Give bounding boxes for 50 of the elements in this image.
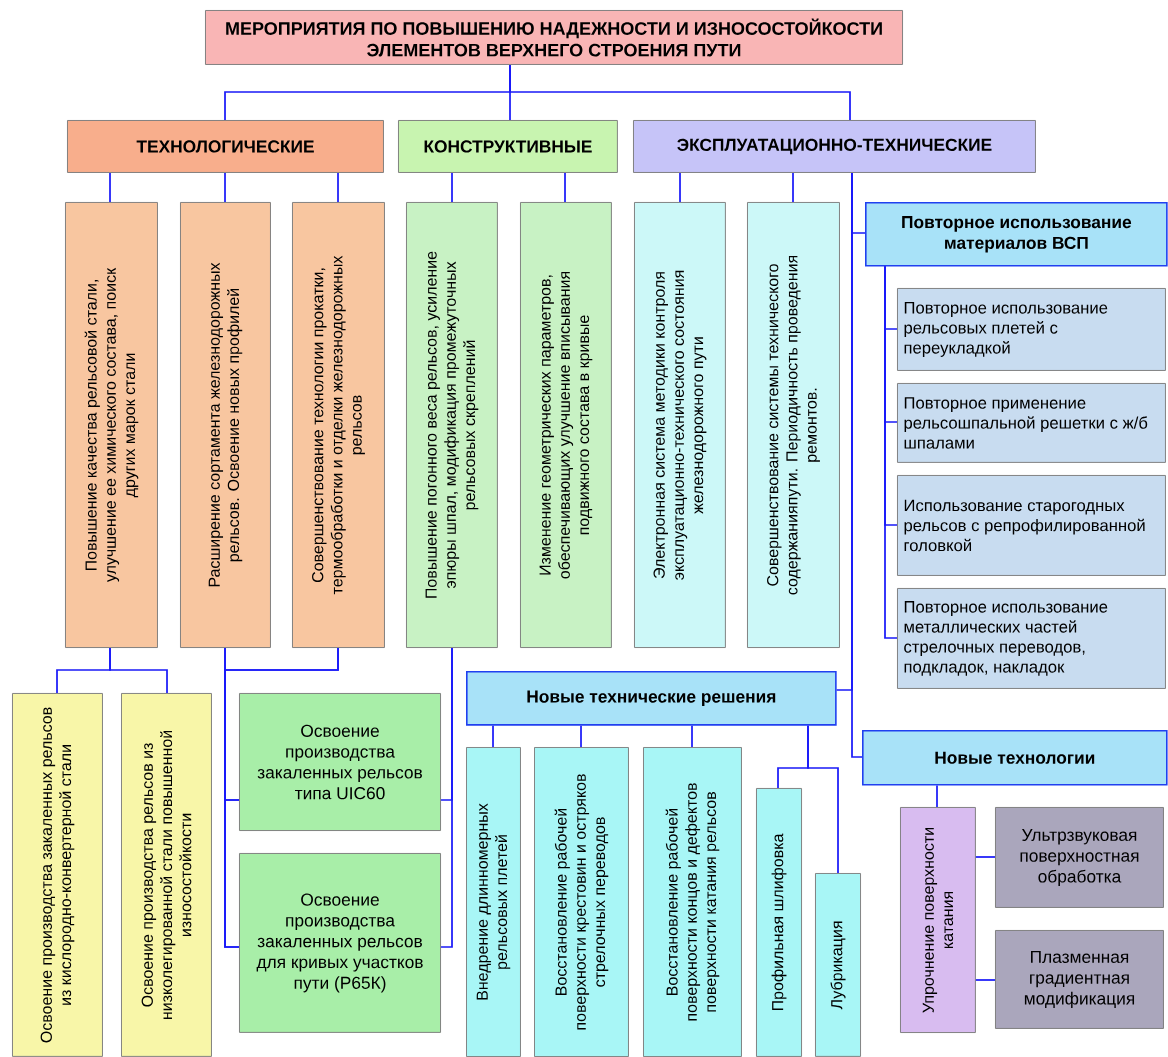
measure-box: Восстановление рабочей поверхности крестовин и остряков стрелочных переводов <box>534 747 629 1057</box>
connector-line <box>580 724 582 748</box>
connector-line <box>975 979 996 981</box>
measure-box: Освоение производства рельсов из низколегированной стали повышенной износостойкости <box>121 693 212 1057</box>
title-box: МЕРОПРИЯТИЯ ПО ПОВЫШЕНИЮ НАДЕЖНОСТИ И ИЗНОСОСТОЙКОСТИ ЭЛЕМЕНТОВ ВЕРХНЕГО СТРОЕНИЯ ПУТИ <box>205 10 903 65</box>
measure-box: Профильная шлифовка <box>756 788 802 1057</box>
connector-line <box>851 172 863 758</box>
measure-box: Совершенствование технологии прокатки, термообработки и отделки железнодорожных рельсов <box>292 202 385 648</box>
connector-line <box>509 64 851 121</box>
connector-line <box>109 647 168 694</box>
measure-box: Совершенствование системы технического содержанияпути. Периодичность проведения ремонтов. <box>747 202 840 648</box>
measure-box: Электронная система методики контроля эксплуатационно-технического состояния железнодорожного пути <box>634 202 726 648</box>
connector-line <box>109 172 111 203</box>
connector-line <box>807 724 839 874</box>
item-box: Повторное использование рельсовых плетей с переукладкой <box>897 288 1166 371</box>
measure-box: Изменение геометрических параметров, обеспечивающих улучшение вписывания подвижного состава в кривые <box>520 202 612 648</box>
measure-box: Плазменная градиентная модификация <box>995 930 1164 1029</box>
connector-line <box>884 265 898 639</box>
heading-box: Новые технические решения <box>466 671 837 726</box>
measure-box: Упрочнение поверхности катания <box>900 807 976 1033</box>
category-box: ЭКСПЛУАТАЦИОННО-ТЕХНИЧЕСКИЕ <box>633 120 1036 173</box>
connector-line <box>691 724 693 748</box>
measure-box: Освоение производства закаленных рельсов для кривых участков пути (Р65К) <box>239 853 441 1033</box>
measure-box: Восстановление рабочей поверхности концов и дефектов поверхности катания рельсов <box>643 747 742 1057</box>
item-box: Повторное применение рельсошпальной решетки с ж/б шпалами <box>897 383 1166 463</box>
measure-box: Ультрзвуковая поверхностная обработка <box>995 807 1164 908</box>
item-box: Повторное использование металлических частей стрелочных переводов, подкладок, накладок <box>897 588 1166 689</box>
measure-box: Расширение сортамента железнодорожных рельсов. Освоение новых профилей <box>180 202 271 648</box>
measure-box: Повышение погонного веса рельсов, усиление эпюры шпал, модификация промежуточных рельсовых скреплений <box>406 202 498 648</box>
category-box: ТЕХНОЛОГИЧЕСКИЕ <box>67 120 384 173</box>
measure-box: Лубрикация <box>815 873 861 1057</box>
connector-line <box>975 856 996 858</box>
category-box: КОНСТРУКТИВНЫЕ <box>398 120 618 173</box>
item-box: Использование старогодных рельсов с репрофилированной головкой <box>897 475 1166 576</box>
connector-line <box>936 784 938 808</box>
connector-line <box>792 172 794 203</box>
connector-line <box>564 172 566 203</box>
connector-line <box>440 647 453 948</box>
connector-line <box>337 172 339 203</box>
connector-line <box>224 647 339 948</box>
connector-line <box>679 172 681 203</box>
measure-box: Повышение качества рельсовой стали, улучшение ее химического состава, поиск других марок стали <box>65 202 158 648</box>
measure-box: Освоение производства закаленных рельсов из кислородно-конвертерной стали <box>12 693 103 1057</box>
connector-line <box>224 172 226 203</box>
connector-line <box>492 724 494 748</box>
measure-box: Освоение производства закаленных рельсов типа UIC60 <box>239 693 441 831</box>
heading-box: Повторное использование материалов ВСП <box>865 202 1168 267</box>
connector-line <box>451 172 453 203</box>
measure-box: Внедрение длинномерных рельсовых плетей <box>466 747 521 1057</box>
heading-box: Новые технологии <box>862 730 1168 786</box>
